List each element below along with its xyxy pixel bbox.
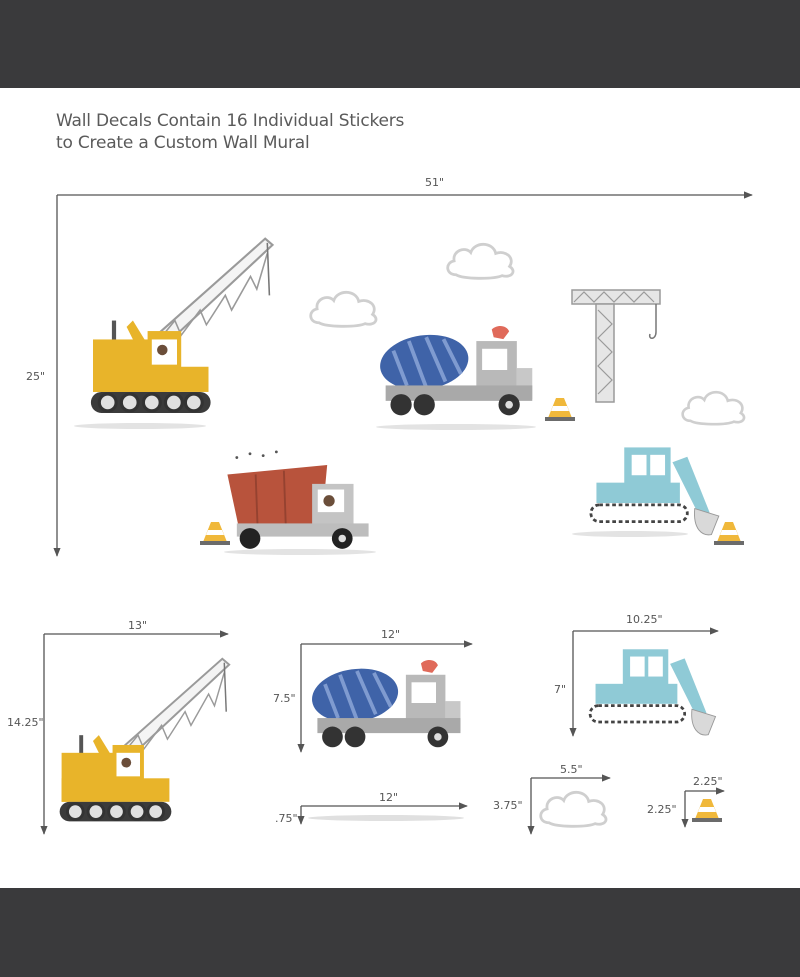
mixer-height-label: 7.5" [273,692,296,705]
cloud-sticker [309,290,378,328]
excavator-width-label: 10.25" [626,613,663,626]
product-image-canvas: Wall Decals Contain 16 Individual Sticke… [0,88,800,888]
cloud-sticker [446,242,515,280]
cloud-width-label: 5.5" [560,763,583,776]
cement-mixer-sticker [376,323,535,418]
ground-height-label: .75" [275,812,298,825]
product-heading: Wall Decals Contain 16 Individual Sticke… [56,110,404,154]
traffic-cone-sticker [545,398,575,421]
top-frame-band [0,0,800,88]
crane-width-label: 13" [128,619,147,632]
excavator-sticker [588,647,717,737]
mural-width-label: 51" [425,176,444,189]
ground-width-label: 12" [379,791,398,804]
cloud-sticker [539,790,608,828]
cement-mixer-sticker [309,660,461,747]
mixer-width-label: 12" [381,628,400,641]
tower-crane-sticker [571,289,661,403]
crane-sticker [89,237,275,415]
heading-line-2: to Create a Custom Wall Mural [56,133,310,153]
dump-truck-sticker [226,449,370,550]
traffic-cone-sticker [714,522,744,545]
bottom-frame-band [0,888,800,977]
traffic-cone-sticker [200,522,230,545]
traffic-cone-sticker [692,799,722,822]
crane-sticker [58,657,231,823]
cone-height-label: 2.25" [647,803,677,816]
excavator-height-label: 7" [554,683,566,696]
ground-shadow-sticker [308,815,464,821]
crane-height-label: 14.25" [7,716,44,729]
ground-shadow-sticker [572,531,688,537]
heading-line-1: Wall Decals Contain 16 Individual Sticke… [56,111,405,131]
mural-height-label: 25" [26,370,45,383]
ground-shadow-sticker [224,549,376,555]
cloud-sticker [681,390,746,426]
ground-shadow-sticker [74,423,206,429]
mural-illustration: 51" 25" 13" 14.25" [7,176,753,835]
excavator-sticker [589,445,721,537]
cloud-height-label: 3.75" [493,799,523,812]
cone-width-label: 2.25" [693,775,723,788]
ground-shadow-sticker [376,424,536,430]
